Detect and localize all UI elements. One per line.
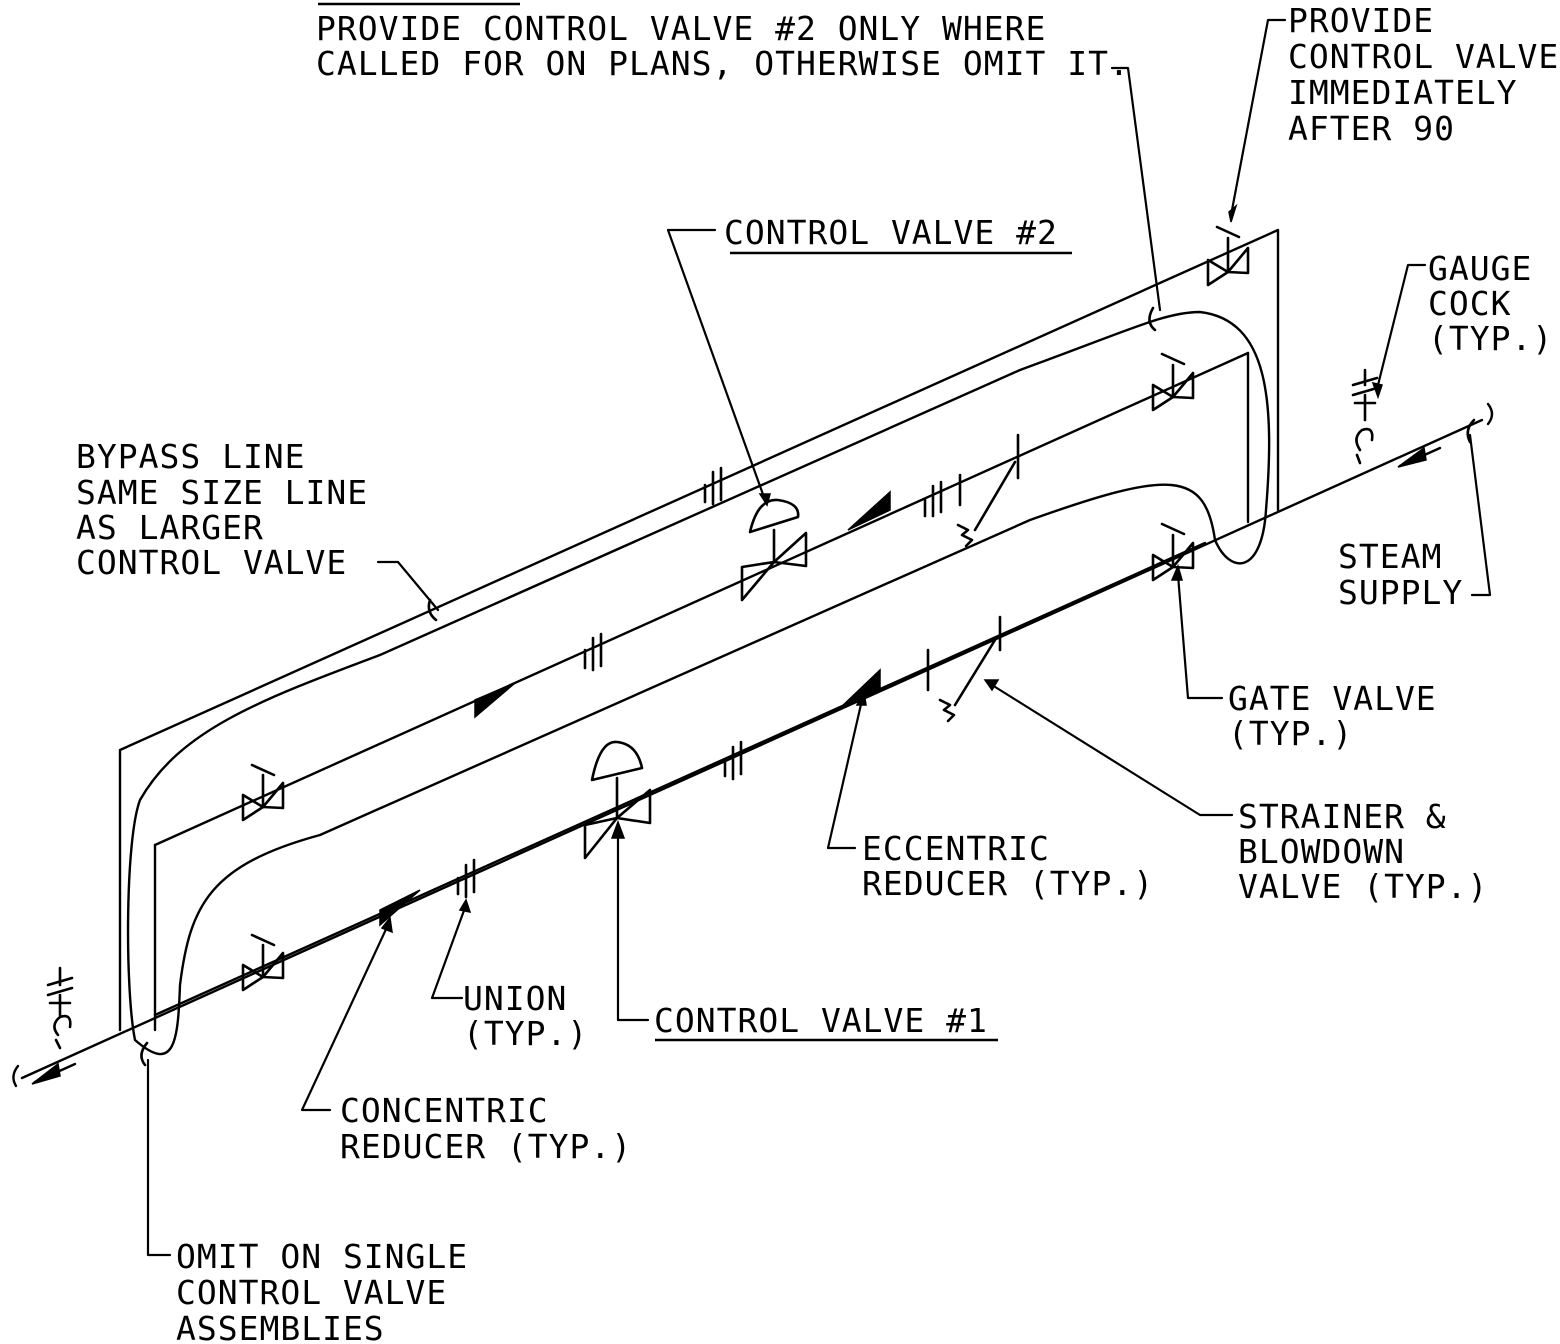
pipe-break-mark-bypass	[427, 598, 438, 622]
pipe-break-mark-bottom	[140, 1041, 149, 1067]
control-valve-1-symbol	[583, 740, 652, 860]
leader-cv2	[666, 228, 767, 502]
steam-supply-label: STEAM SUPPLY	[1338, 537, 1463, 612]
union-bypass	[703, 466, 723, 506]
leader-gauge-cock	[1376, 263, 1427, 387]
union-upper-left	[583, 632, 603, 672]
leader-eccentric	[826, 698, 864, 850]
eccentric-reducer-upper	[847, 490, 891, 531]
pipe-break-right	[1486, 402, 1494, 426]
provide-control-valve-note: PROVIDE CONTROL VALVE IMMEDIATELY AFTER …	[1288, 1, 1560, 148]
leader-bypass	[376, 560, 440, 612]
union-label: UNION (TYP.)	[463, 979, 588, 1053]
gauge-cock-right	[1351, 368, 1379, 465]
leaders	[146, 18, 1492, 1257]
pipe-break-mark-right	[1466, 418, 1476, 444]
fittings	[31, 225, 1476, 1085]
gate-valve-upper-right	[1151, 352, 1195, 412]
gate-valve-lower-right	[1151, 522, 1195, 582]
leader-gate-valve	[1176, 573, 1224, 700]
gauge-cock-left	[46, 966, 74, 1050]
union-lower-left	[456, 858, 476, 899]
leader-strainer	[990, 683, 1234, 817]
gate-valve-bypass	[1206, 225, 1250, 287]
strainer-upper	[956, 433, 1020, 548]
top-note: PROVIDE CONTROL VALVE #2 ONLY WHERE CALL…	[316, 9, 1130, 83]
leader-concentric	[300, 923, 390, 1112]
leader-provide-cv	[1230, 18, 1287, 212]
leader-union	[430, 903, 468, 1000]
strainer-lower	[926, 615, 1002, 723]
pipe-break-mark-top	[1148, 306, 1157, 332]
main-pipe-line	[20, 418, 1484, 1080]
control-valve-2-label: CONTROL VALVE #2	[724, 213, 1058, 252]
control-valve-1-label: CONTROL VALVE #1	[654, 1001, 988, 1040]
gate-valve-upper-left	[241, 763, 285, 822]
concentric-reducer-label: CONCENTRIC REDUCER (TYP.)	[340, 1091, 632, 1166]
upper-branch-pipe	[153, 351, 1250, 847]
lower-loop-pipe	[126, 310, 1271, 1056]
gate-valve-label: GATE VALVE (TYP.)	[1228, 679, 1458, 753]
pipes	[12, 228, 1494, 1088]
eccentric-reducer-label: ECCENTRIC REDUCER (TYP.)	[862, 829, 1154, 903]
omit-note: OMIT ON SINGLE CONTROL VALVE ASSEMBLIES	[176, 1237, 489, 1344]
control-valve-2-symbol	[740, 498, 808, 602]
flow-arrow-left	[31, 1062, 77, 1085]
concentric-reducer-upper	[474, 682, 516, 719]
strainer-label: STRAINER & BLOWDOWN VALVE (TYP.)	[1238, 797, 1488, 906]
bypass-line-label: BYPASS LINE SAME SIZE LINE AS LARGER CON…	[76, 437, 389, 582]
labels: PROVIDE CONTROL VALVE #2 ONLY WHERE CALL…	[76, 1, 1560, 1344]
gauge-cock-label: GAUGE COCK (TYP.)	[1428, 249, 1553, 358]
leader-omit	[146, 1058, 172, 1257]
concentric-reducer-lower	[379, 889, 421, 927]
lower-branch-pipe	[153, 541, 1207, 1017]
gate-valve-lower-left	[241, 933, 285, 992]
leader-top-note	[1110, 66, 1162, 312]
leader-cv1	[616, 828, 650, 1022]
bypass-pipe	[118, 228, 1280, 1032]
leader-steam-supply	[1468, 433, 1492, 597]
union-lower-mid	[723, 740, 743, 781]
pipe-break-left	[12, 1064, 20, 1088]
union-upper-mid	[923, 473, 962, 518]
flow-arrow-right	[1397, 446, 1442, 468]
